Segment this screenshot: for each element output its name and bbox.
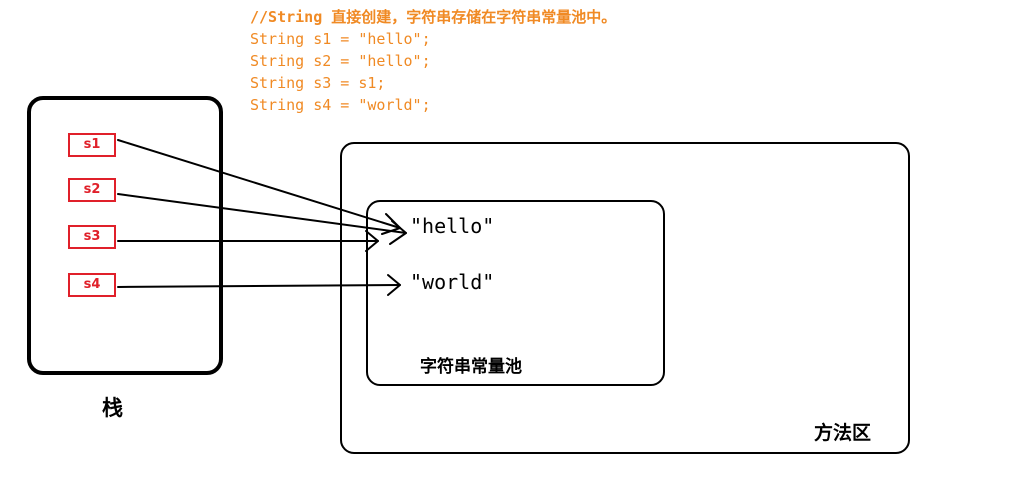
arrow-s4-to-world: [117, 274, 401, 296]
code-line-4: String s4 = "world";: [250, 96, 431, 114]
code-line-2: String s2 = "hello";: [250, 52, 431, 70]
method-area-label: 方法区: [814, 422, 872, 444]
pool-string-hello: "hello": [410, 214, 495, 238]
stack-var-s4: s4: [68, 273, 116, 297]
string-pool-label: 字符串常量池: [420, 357, 522, 377]
stack-var-s1: s1: [68, 133, 116, 157]
method-area-box: [340, 142, 910, 454]
arrow-s1-to-hello: [117, 139, 401, 235]
code-comment: //String 直接创建，字符串存储在字符串常量池中。: [250, 8, 617, 26]
arrow-s3-to-hello: [117, 230, 379, 252]
code-line-3: String s3 = s1;: [250, 74, 386, 92]
stack-var-s3: s3: [68, 225, 116, 249]
pool-string-world: "world": [410, 270, 495, 294]
arrow-s2-to-hello: [117, 193, 407, 245]
stack-var-s2: s2: [68, 178, 116, 202]
stack-box: [27, 96, 223, 375]
code-line-1: String s1 = "hello";: [250, 30, 431, 48]
string-pool-box: [366, 200, 665, 386]
stack-label: 栈: [102, 396, 123, 420]
code-snippet: //String 直接创建，字符串存储在字符串常量池中。 String s1 = …: [250, 6, 616, 116]
